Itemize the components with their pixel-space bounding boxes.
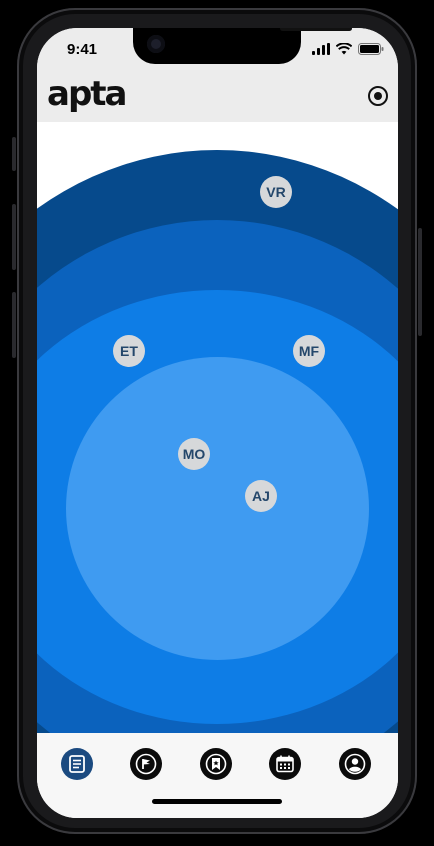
tab-calendar[interactable]: [269, 748, 301, 780]
volume-up-button: [12, 204, 16, 270]
power-button: [418, 228, 422, 336]
wifi-icon: [336, 43, 352, 55]
calendar-icon: [276, 755, 294, 773]
tab-flag[interactable]: [130, 748, 162, 780]
avatar-initials: MF: [298, 343, 320, 359]
avatar-initials: ET: [120, 343, 138, 359]
app-logo: apta: [47, 74, 127, 114]
profile-icon: [344, 753, 366, 775]
app-header: apta: [37, 72, 398, 122]
radar-ring-inner: [66, 357, 369, 660]
contact-avatar-mf[interactable]: MF: [293, 335, 325, 367]
tab-feed[interactable]: [61, 748, 93, 780]
avatar-initials: VR: [266, 184, 286, 200]
contact-avatar-et[interactable]: ET: [113, 335, 145, 367]
cellular-signal-icon: [312, 43, 330, 55]
contact-avatar-mo[interactable]: MO: [178, 438, 210, 470]
tab-saved[interactable]: [200, 748, 232, 780]
battery-icon: [358, 43, 384, 55]
screen: 9:41 apta: [37, 28, 398, 818]
target-icon[interactable]: [368, 86, 388, 106]
flag-icon: [135, 753, 157, 775]
contact-avatar-aj[interactable]: AJ: [245, 480, 277, 512]
avatar-initials: AJ: [252, 488, 270, 504]
tab-profile[interactable]: [339, 748, 371, 780]
contact-avatar-vr[interactable]: VR: [260, 176, 292, 208]
status-icons: [312, 43, 384, 55]
tab-bar: [37, 733, 398, 818]
front-camera: [147, 35, 165, 53]
mute-switch: [12, 137, 16, 171]
avatar-initials: MO: [182, 446, 206, 462]
proximity-radar: VR ET MF MO AJ: [37, 122, 398, 733]
bookmark-star-icon: [205, 753, 227, 775]
volume-down-button: [12, 292, 16, 358]
home-indicator: [152, 799, 282, 804]
speaker: [280, 28, 352, 31]
document-list-icon: [69, 755, 85, 773]
status-time: 9:41: [67, 41, 98, 58]
